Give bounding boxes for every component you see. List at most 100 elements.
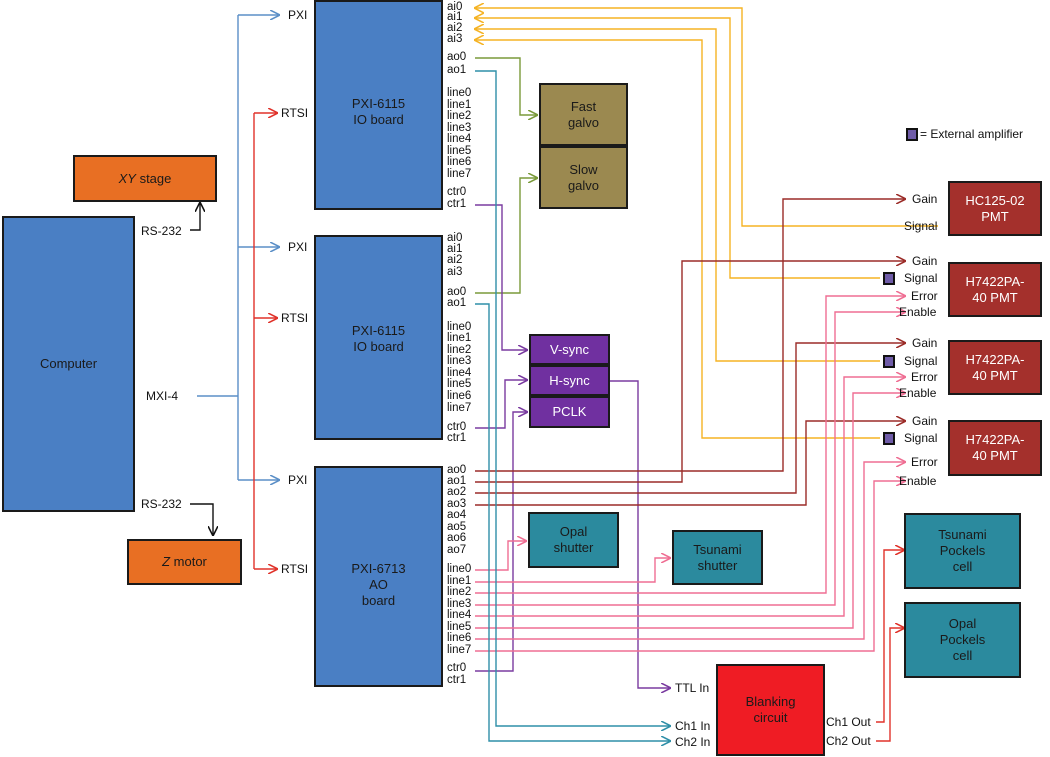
xy-stage-prefix: XY [118, 170, 136, 186]
board-pin-label: line2 [447, 344, 472, 356]
board-pin-label: line3 [447, 122, 472, 134]
slow-galvo-box: Slow galvo [539, 146, 628, 209]
external-amplifier-icon [883, 432, 895, 445]
ch2-out-label: Ch2 Out [826, 734, 871, 748]
pmt-signal-lines [475, 8, 938, 439]
xy-stage-box: XY stage [73, 155, 217, 202]
fast-galvo-box: Fast galvo [539, 83, 628, 146]
board-pin-label: line3 [447, 355, 472, 367]
board-pin-label: ctr1 [447, 198, 467, 210]
pmt-port-label: Enable [899, 474, 937, 488]
z-motor-suffix: motor [170, 554, 207, 569]
h7422pa-40-pmt-box-3: H7422PA- 40 PMT [948, 420, 1042, 476]
rs232-z-label: RS-232 [141, 497, 182, 511]
rtsi-label-3: RTSI [281, 562, 309, 576]
board-pin-label: ao3 [447, 498, 467, 510]
h7422pa-40-pmt-box-1: H7422PA- 40 PMT [948, 262, 1042, 317]
pxi-6713-board: PXI-6713 AO board [314, 466, 443, 687]
galvo-lines [475, 57, 537, 294]
h7422pa-40-pmt-box-2: H7422PA- 40 PMT [948, 340, 1042, 395]
board-pin-label: ctr1 [447, 432, 467, 444]
rs232-xy-label: RS-232 [141, 224, 182, 238]
h-sync-box: H-sync [529, 365, 610, 396]
computer-box: Computer [2, 216, 135, 512]
board-pin-label: line4 [447, 133, 472, 145]
pmt-port-label: Error [911, 370, 938, 384]
pmt-port-label: Error [911, 455, 938, 469]
pmt-port-label: Gain [912, 414, 938, 428]
z-motor-prefix: Z [162, 554, 171, 569]
board-pin-label: line6 [447, 156, 472, 168]
board-pin-label: ao1 [447, 64, 467, 76]
pmt-port-label: Enable [899, 305, 937, 319]
rs232-links [190, 203, 213, 535]
board-pin-label: ao2 [447, 486, 467, 498]
mxi4-bus [197, 15, 279, 480]
board-pin-label: ao1 [447, 475, 467, 487]
pxi-6115-board-2: PXI-6115 IO board [314, 235, 443, 440]
board-pin-label: ao0 [447, 464, 467, 476]
pmt-port-label: Signal [904, 354, 938, 368]
tsunami-shutter-box: Tsunami shutter [672, 530, 763, 585]
digital-lines [475, 296, 905, 652]
xy-stage-suffix: stage [135, 170, 172, 186]
ch2-in-label: Ch2 In [675, 735, 711, 749]
pmt-port-label: Gain [912, 254, 938, 268]
board-pin-label: ctr1 [447, 674, 467, 686]
board-pin-label: ao4 [447, 509, 467, 521]
ch1-in-label: Ch1 In [675, 719, 711, 733]
board-pin-label: line7 [447, 644, 472, 656]
board-pin-label: ao0 [447, 286, 467, 298]
pockels-lines [876, 550, 904, 742]
blanking-circuit-box: Blanking circuit [716, 664, 825, 756]
board-pin-label: ctr0 [447, 186, 467, 198]
board-pin-label: ai0 [447, 232, 463, 244]
board-pin-label: line1 [447, 99, 472, 111]
external-amplifier-icon [883, 355, 895, 368]
board-pin-label: line3 [447, 598, 472, 610]
board-pin-label: ctr0 [447, 662, 467, 674]
board-pin-label: line1 [447, 575, 472, 587]
legend-text: = External amplifier [920, 127, 1024, 141]
pmt-port-label: Signal [904, 431, 938, 445]
board-pin-label: line2 [447, 586, 472, 598]
board-pin-label: ai0 [447, 1, 463, 13]
board-pin-label: line6 [447, 632, 472, 644]
board-pin-label: line0 [447, 87, 472, 99]
board-pin-label: ai3 [447, 266, 463, 278]
pclk-box: PCLK [529, 396, 610, 428]
pmt-port-label: Signal [904, 271, 938, 285]
board-pin-label: line1 [447, 332, 472, 344]
z-motor-box: Z motor [127, 539, 242, 585]
pxi-6115-board-1: PXI-6115 IO board [314, 0, 443, 210]
board-pin-label: line4 [447, 367, 472, 379]
board-pin-label: line5 [447, 145, 472, 157]
board-pin-label: ai1 [447, 11, 463, 23]
pmt-port-label: Signal [904, 219, 938, 233]
tsunami-pockels-cell-box: Tsunami Pockels cell [904, 513, 1021, 589]
v-sync-box: V-sync [529, 334, 610, 365]
external-amplifier-icon [883, 272, 895, 285]
pmt-port-label: Enable [899, 386, 937, 400]
ttl-in-label: TTL In [675, 681, 710, 695]
board-pin-label: ao7 [447, 544, 467, 556]
mxi4-label: MXI-4 [146, 389, 179, 403]
board-pin-label: line7 [447, 402, 472, 414]
board-pin-label: line0 [447, 563, 472, 575]
board-pin-label: ctr0 [447, 421, 467, 433]
blanking-input-lines [475, 70, 670, 741]
external-amplifier-legend-icon [906, 128, 918, 141]
pmt-port-label: Error [911, 289, 938, 303]
board-pin-label: line6 [447, 390, 472, 402]
board-pin-label: ao6 [447, 532, 467, 544]
pxi-label-1: PXI [288, 8, 308, 22]
hc125-02-pmt-box: HC125-02 PMT [948, 181, 1042, 236]
board-pin-label: ai3 [447, 33, 463, 45]
rtsi-label-1: RTSI [281, 106, 309, 120]
rtsi-bus [253, 113, 277, 569]
board-pin-label: line0 [447, 321, 472, 333]
ch1-out-label: Ch1 Out [826, 715, 871, 729]
rtsi-label-2: RTSI [281, 311, 309, 325]
board-pin-label: ao0 [447, 51, 467, 63]
